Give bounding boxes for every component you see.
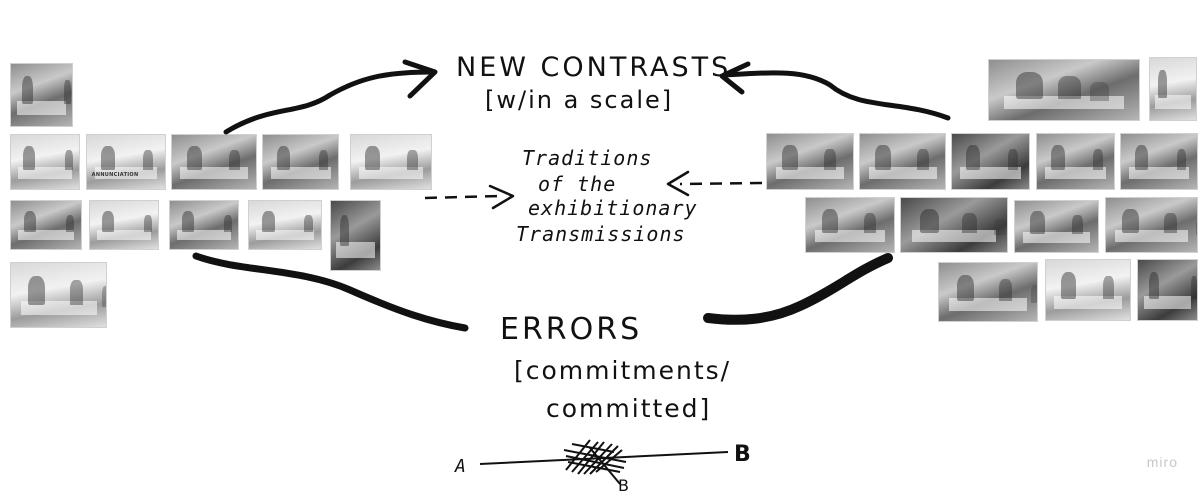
hatch-mark: [563, 439, 627, 475]
dashed-arrow-left: [424, 194, 501, 200]
line-to-b-bottom: [589, 447, 621, 485]
photo-left-4: [171, 134, 257, 190]
photo-right-9: [900, 197, 1008, 253]
photo-right-13: [1045, 259, 1131, 321]
photo-left-2: [10, 134, 80, 190]
photo-right-2: [1149, 57, 1197, 121]
photo-left-8: [89, 200, 159, 250]
photo-right-11: [1105, 197, 1198, 253]
label-traditions-line2: of the: [538, 172, 617, 196]
photo-left-7: [10, 200, 82, 250]
photo-right-7: [1120, 133, 1198, 190]
arrowhead-dashed-left: [488, 184, 515, 210]
curve-arrow-top-right: [722, 70, 951, 121]
label-new-contrasts: NEW CONTRASTS: [456, 52, 732, 83]
photo-caption-annunciation: ANNUNCIATION: [91, 172, 139, 179]
label-point-b-right: B: [734, 442, 753, 467]
curve-arrow-top-left: [223, 69, 435, 135]
label-traditions-line4: Transmissions: [516, 222, 686, 246]
photo-right-1: [988, 59, 1140, 121]
photo-right-12: [938, 262, 1038, 322]
label-traditions-line1: Traditions: [522, 146, 653, 170]
dashed-arrow-right: [679, 181, 763, 186]
miro-watermark: miro: [1146, 454, 1178, 470]
arrowhead-top-right: [719, 61, 751, 95]
photo-left-12: [10, 262, 107, 328]
arrowhead-top-left: [402, 59, 438, 99]
photo-right-4: [859, 133, 946, 190]
photo-right-14: [1137, 259, 1198, 321]
photo-right-8: [805, 197, 895, 253]
photo-left-10: [248, 200, 322, 250]
photo-right-10: [1014, 200, 1099, 253]
photo-left-1: [10, 63, 73, 127]
label-errors: ERRORS: [500, 312, 643, 347]
label-point-a: A: [455, 456, 467, 477]
arrowhead-dashed-right: [666, 170, 690, 197]
curve-stroke-bottom-right: [703, 253, 893, 325]
photo-right-5: [951, 133, 1030, 190]
curve-stroke-bottom-left: [192, 252, 469, 332]
label-committed: committed]: [546, 394, 712, 423]
label-commitments: [commitments/: [514, 356, 732, 385]
label-point-b-bottom: B: [618, 476, 631, 495]
photo-left-annunciation: ANNUNCIATION: [86, 134, 166, 190]
photo-right-3: [766, 133, 854, 190]
label-within-scale: [w/in a scale]: [485, 86, 674, 114]
label-traditions-line3: exhibitionary: [528, 196, 698, 220]
photo-left-9: [169, 200, 239, 250]
photo-left-6: [350, 134, 432, 190]
photo-left-11: [330, 200, 381, 271]
photo-right-6: [1036, 133, 1115, 190]
photo-left-5: [262, 134, 339, 190]
